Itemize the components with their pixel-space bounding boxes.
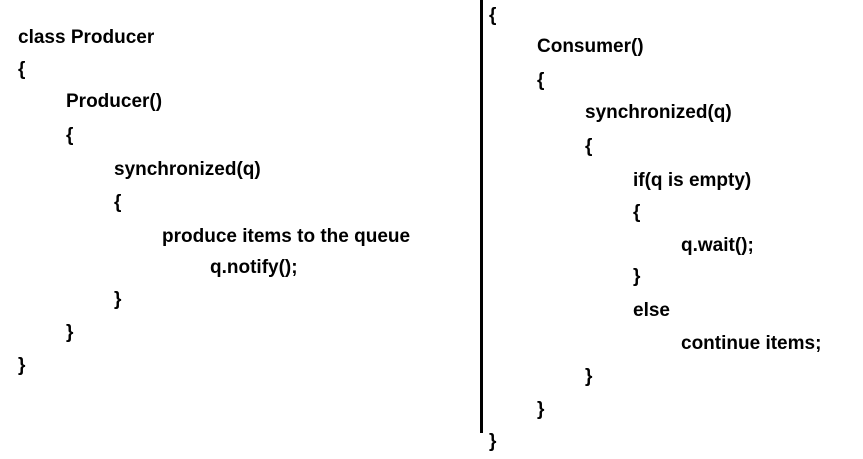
producer-code-line: synchronized(q)	[114, 159, 261, 180]
producer-code-line: {	[114, 192, 122, 213]
consumer-code-line: continue items;	[681, 333, 822, 354]
producer-code-line: Producer()	[66, 91, 163, 112]
consumer-code-line: q.wait();	[681, 235, 754, 256]
consumer-code-line: {	[537, 70, 545, 91]
producer-code-line: q.notify();	[210, 257, 298, 278]
consumer-code-line: {	[489, 5, 497, 26]
consumer-code-line: Consumer()	[537, 36, 644, 57]
consumer-code-line: }	[633, 266, 641, 287]
producer-code-line: }	[18, 355, 26, 376]
producer-code-line: produce items to the queue	[162, 226, 411, 247]
consumer-code-line: {	[585, 136, 593, 157]
consumer-code-line: if(q is empty)	[633, 170, 752, 191]
consumer-code-line: }	[489, 431, 497, 452]
producer-code-line: }	[114, 289, 122, 310]
producer-code-line: {	[66, 125, 74, 146]
consumer-code-line: else	[633, 300, 670, 321]
producer-code-line: {	[18, 59, 26, 80]
producer-code-line: }	[66, 322, 74, 343]
consumer-code-line: }	[585, 366, 593, 387]
column-divider	[480, 0, 483, 433]
producer-code-line: class Producer	[18, 27, 155, 48]
consumer-code-line: {	[633, 202, 641, 223]
consumer-code-line: synchronized(q)	[585, 102, 732, 123]
consumer-code-line: }	[537, 399, 545, 420]
